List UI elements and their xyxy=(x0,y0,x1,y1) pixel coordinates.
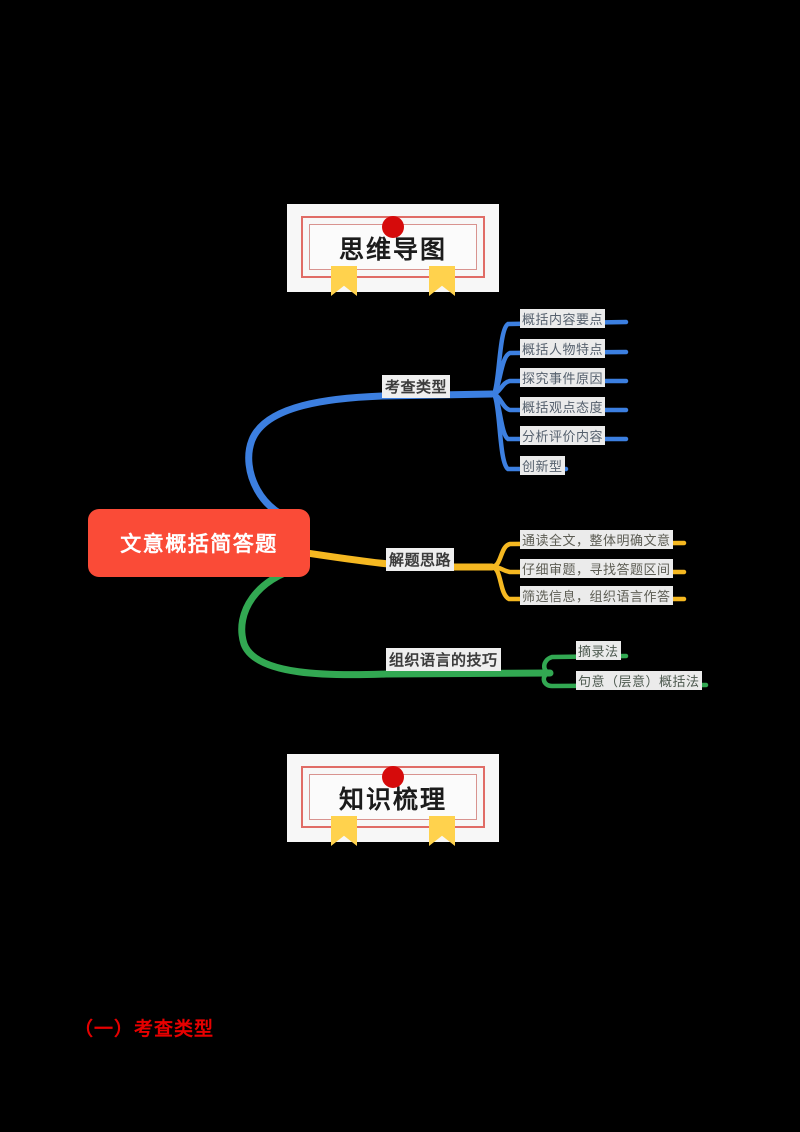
mindmap-root-label: 文意概括简答题 xyxy=(120,532,278,556)
ribbon-icon-right xyxy=(429,816,455,846)
mindmap-root-node[interactable]: 文意概括简答题 xyxy=(88,509,310,577)
leaf-innovative-type[interactable]: 创新型 xyxy=(520,456,565,475)
leaf-event-causes[interactable]: 探究事件原因 xyxy=(520,368,606,387)
section-heading: （一）考查类型 xyxy=(74,1018,215,1040)
branch-label-language-techniques[interactable]: 组织语言的技巧 xyxy=(386,648,501,671)
leaf-character-traits[interactable]: 概括人物特点 xyxy=(520,339,606,358)
branch-label-solving-approach[interactable]: 解题思路 xyxy=(386,548,455,571)
leaf-read-whole-text[interactable]: 通读全文，整体明确文意 xyxy=(520,530,673,549)
leaf-viewpoint-attitude[interactable]: 概括观点态度 xyxy=(520,397,606,416)
leaf-excerpt-method[interactable]: 摘录法 xyxy=(576,641,621,660)
header-badge-label: 思维导图 xyxy=(338,235,447,264)
leaf-examine-question[interactable]: 仔细审题，寻找答题区间 xyxy=(520,559,673,578)
footer-badge-label: 知识梳理 xyxy=(338,785,447,814)
leaf-sentence-meaning-method[interactable]: 句意（层意）概括法 xyxy=(576,671,702,690)
ribbon-icon-left xyxy=(331,816,357,846)
leaf-content-evaluation[interactable]: 分析评价内容 xyxy=(520,426,606,445)
ribbon-icon-right xyxy=(429,266,455,296)
connector-root-to-branch-1 xyxy=(245,390,496,524)
red-dot-icon xyxy=(382,766,404,788)
ribbon-icon-left xyxy=(331,266,357,296)
leaf-filter-information[interactable]: 筛选信息，组织语言作答 xyxy=(520,586,673,605)
branch-label-examination-types[interactable]: 考查类型 xyxy=(382,375,451,398)
red-dot-icon xyxy=(382,216,404,238)
leaf-content-points[interactable]: 概括内容要点 xyxy=(520,309,606,328)
footer-badge: 知识梳理 xyxy=(287,754,499,846)
header-badge: 思维导图 xyxy=(287,204,499,296)
